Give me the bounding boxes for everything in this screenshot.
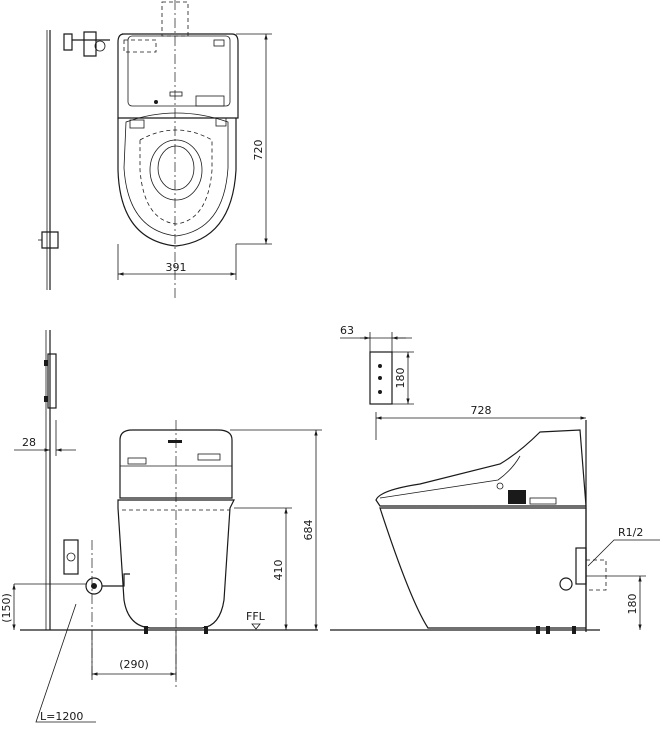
dim-tank-height: 180 bbox=[394, 368, 407, 389]
floor-label: FFL bbox=[246, 610, 266, 623]
dim-wall-offset: 28 bbox=[22, 436, 36, 449]
dim-overall-length: 728 bbox=[471, 404, 492, 417]
side-view: 63 180 728 180 R1/2 bbox=[330, 324, 660, 634]
dim-overall-height: 684 bbox=[302, 520, 315, 541]
dim-plan-depth: 720 bbox=[252, 140, 265, 161]
dim-drain-offset: (290) bbox=[119, 658, 149, 671]
dim-supply-height-side: 180 bbox=[626, 594, 639, 615]
dim-supply-height: (150) bbox=[0, 593, 13, 623]
dim-seat-height: 410 bbox=[272, 560, 285, 581]
plan-view: 720 391 bbox=[38, 0, 272, 300]
dim-tank-depth: 63 bbox=[340, 324, 354, 337]
dim-plan-width: 391 bbox=[166, 261, 187, 274]
pipe-length-label: L=1200 bbox=[40, 710, 83, 723]
thread-size-label: R1/2 bbox=[618, 526, 643, 539]
front-view: 28 (150) (290) L=1200 bbox=[0, 330, 322, 723]
